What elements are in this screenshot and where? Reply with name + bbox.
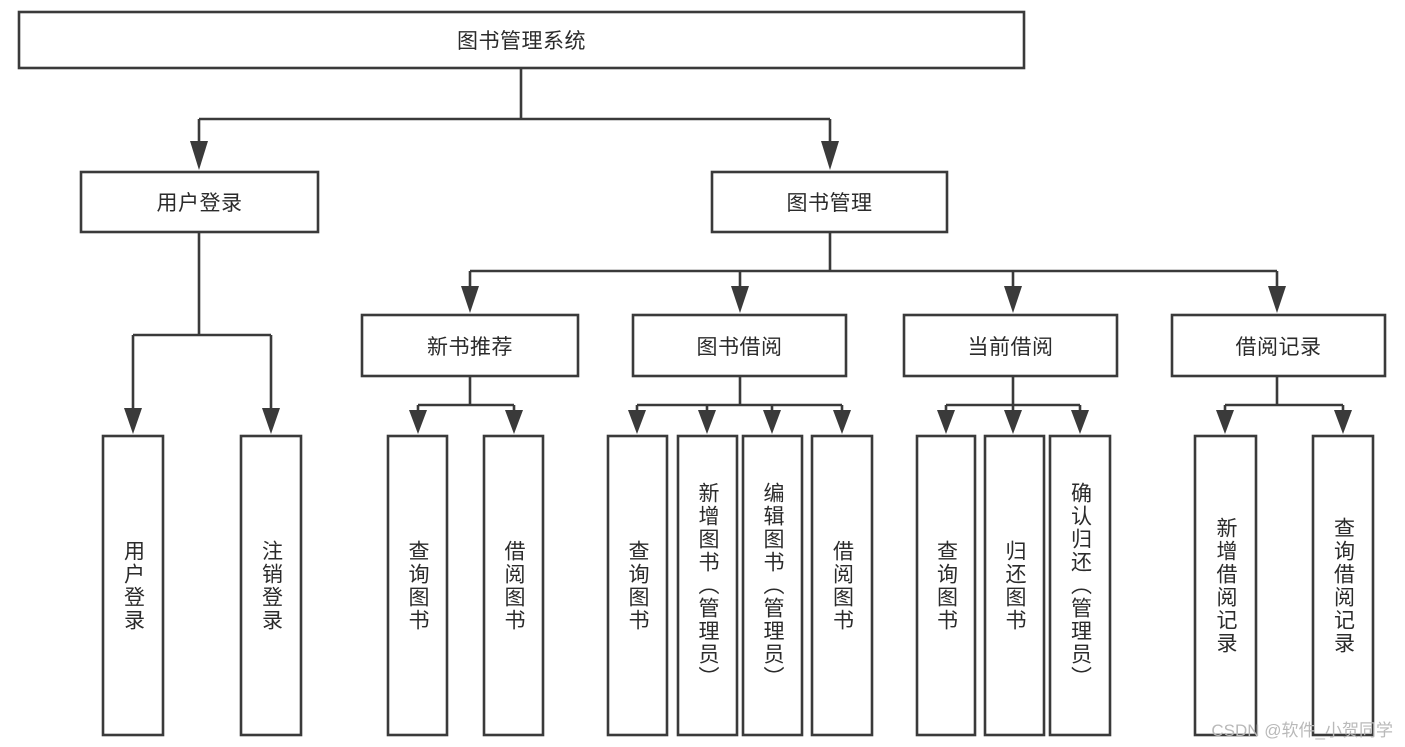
edge-n3-leaves — [409, 376, 523, 434]
node-box-l10[interactable] — [983, 434, 1046, 737]
node-box-l12[interactable] — [1193, 434, 1258, 737]
node-box-n5[interactable] — [902, 313, 1119, 378]
node-box-l1[interactable] — [101, 434, 165, 737]
edge-n2-level2 — [461, 232, 1286, 313]
node-box-n1[interactable] — [79, 170, 320, 234]
node-box-l3[interactable] — [386, 434, 449, 737]
node-box-l8[interactable] — [810, 434, 874, 737]
node-box-n4[interactable] — [631, 313, 848, 378]
edge-n4-leaves — [628, 376, 851, 434]
node-box-n6[interactable] — [1170, 313, 1387, 378]
node-box-n2[interactable] — [710, 170, 949, 234]
node-box-n3[interactable] — [360, 313, 580, 378]
node-box-l9[interactable] — [915, 434, 977, 737]
node-box-l7[interactable] — [741, 434, 804, 737]
node-box-l13[interactable] — [1311, 434, 1375, 737]
node-box-l2[interactable] — [239, 434, 303, 737]
edge-n1-leaves — [124, 232, 280, 434]
node-box-l4[interactable] — [482, 434, 545, 737]
node-box-l5[interactable] — [606, 434, 669, 737]
node-box-l11[interactable] — [1048, 434, 1112, 737]
edge-n6-leaves — [1216, 376, 1352, 434]
edge-n5-leaves — [937, 376, 1089, 434]
node-box-l6[interactable] — [676, 434, 739, 737]
node-box-root[interactable] — [17, 10, 1026, 70]
edge-root-level1 — [190, 68, 839, 170]
